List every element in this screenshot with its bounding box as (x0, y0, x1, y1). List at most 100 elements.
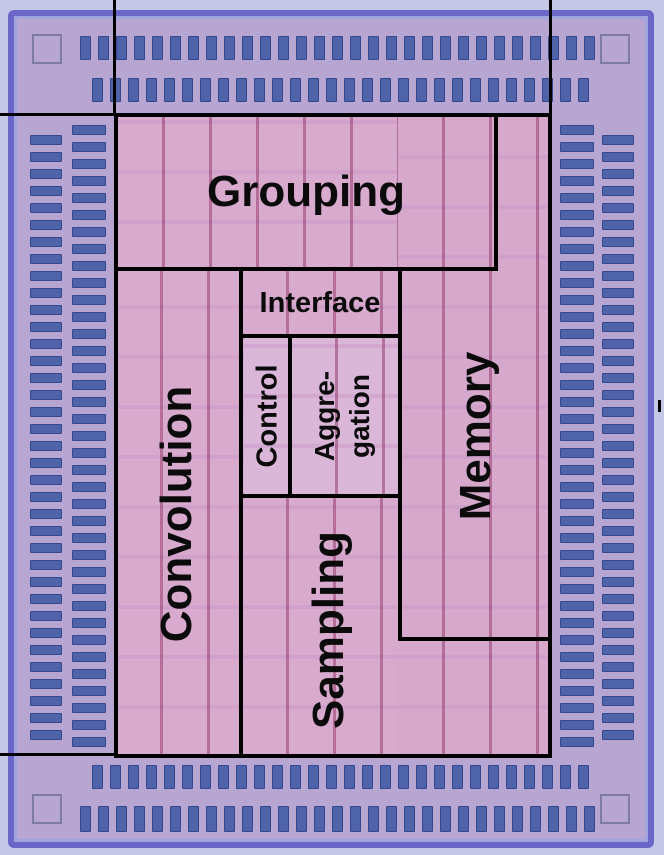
io-pad (164, 765, 175, 789)
memory-block (398, 117, 548, 755)
memory-label: Memory (451, 351, 500, 521)
io-pad (308, 765, 319, 789)
io-pad (260, 806, 271, 832)
io-pad (224, 806, 235, 832)
io-pad (602, 458, 634, 468)
sampling-memory-divider (398, 267, 402, 641)
io-pad (602, 526, 634, 536)
io-pad (72, 363, 106, 373)
io-pad (560, 618, 594, 628)
io-pad (602, 730, 634, 740)
io-pad (72, 601, 106, 611)
io-pad (422, 36, 433, 60)
io-pad (206, 36, 217, 60)
io-pad (30, 373, 62, 383)
io-pad (72, 737, 106, 747)
control-divider (288, 334, 292, 498)
io-pad (560, 669, 594, 679)
io-pad (542, 765, 553, 789)
io-pad (80, 36, 91, 60)
memory-bottom-edge (398, 637, 552, 641)
io-pad (602, 475, 634, 485)
io-pad (368, 806, 379, 832)
aggregation-label-line2: gation (344, 374, 375, 458)
io-pad (290, 765, 301, 789)
convolution-divider (239, 267, 243, 758)
io-pad (254, 78, 265, 102)
io-pad (560, 210, 594, 220)
io-pad (560, 159, 594, 169)
io-pad (560, 261, 594, 271)
io-pad (72, 669, 106, 679)
io-pad (72, 278, 106, 288)
io-pad (458, 36, 469, 60)
io-pad (602, 271, 634, 281)
io-pad (30, 305, 62, 315)
io-pad (242, 36, 253, 60)
io-pad (92, 78, 103, 102)
io-pad (30, 152, 62, 162)
io-pad (326, 78, 337, 102)
io-pad (164, 78, 175, 102)
io-pad (30, 288, 62, 298)
corner-mark-top-right (600, 34, 630, 64)
io-pad (602, 543, 634, 553)
io-pad (560, 482, 594, 492)
io-pad (398, 765, 409, 789)
grouping-right-edge (494, 113, 498, 271)
io-pad (560, 516, 594, 526)
io-pad (72, 465, 106, 475)
io-pad (530, 806, 541, 832)
io-pad (602, 611, 634, 621)
io-pad (602, 152, 634, 162)
io-pad (560, 703, 594, 713)
io-pad (30, 458, 62, 468)
io-pad (560, 193, 594, 203)
io-pad (524, 765, 535, 789)
io-pad (560, 465, 594, 475)
io-pad (602, 237, 634, 247)
io-pad (30, 407, 62, 417)
crop-line-left-top (0, 113, 116, 116)
io-pad (560, 363, 594, 373)
io-pad (560, 312, 594, 322)
edge-tick-right (658, 400, 661, 412)
io-pad (524, 78, 535, 102)
io-pad (602, 424, 634, 434)
io-pad (602, 339, 634, 349)
io-pad (30, 135, 62, 145)
io-pad (560, 550, 594, 560)
io-pad (560, 584, 594, 594)
io-pad (72, 227, 106, 237)
control-aggregation-area (244, 338, 398, 494)
io-pad (602, 288, 634, 298)
io-pad (380, 78, 391, 102)
io-pad (470, 78, 481, 102)
io-pad (72, 652, 106, 662)
io-pad (404, 36, 415, 60)
io-pad (560, 329, 594, 339)
io-pad (560, 567, 594, 577)
io-pad (72, 584, 106, 594)
interface-label: Interface (259, 287, 381, 319)
corner-mark-bottom-right (600, 794, 630, 824)
io-pad (602, 594, 634, 604)
io-pad (560, 346, 594, 356)
io-pad (30, 560, 62, 570)
io-pad (30, 611, 62, 621)
io-pad (200, 765, 211, 789)
aggregation-label-line1: Aggre- (309, 370, 340, 462)
io-pad (72, 499, 106, 509)
io-pad (602, 645, 634, 655)
io-pad (206, 806, 217, 832)
io-pad (602, 441, 634, 451)
crop-line-left-bottom (0, 753, 116, 756)
io-pad (30, 679, 62, 689)
io-pad (566, 806, 577, 832)
io-pad (470, 765, 481, 789)
io-pad (72, 686, 106, 696)
io-pad (30, 526, 62, 536)
io-pad (560, 397, 594, 407)
io-pad (488, 78, 499, 102)
io-pad (602, 169, 634, 179)
